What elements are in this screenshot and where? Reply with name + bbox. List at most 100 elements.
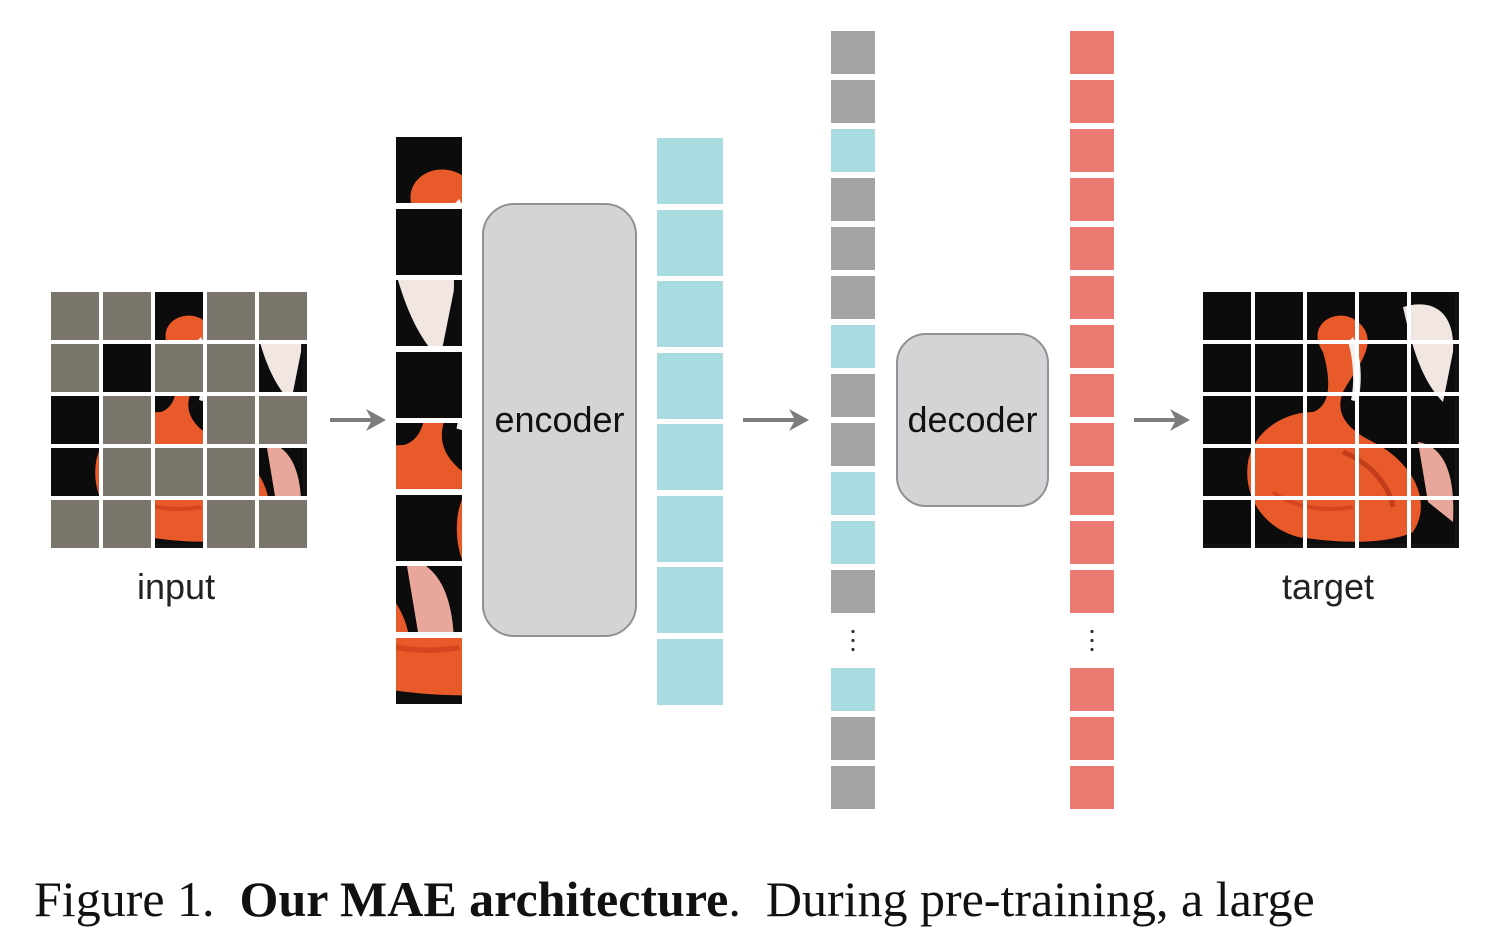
- token-gray: [831, 766, 875, 809]
- visible-patch: [396, 637, 462, 704]
- target-patch: [1411, 396, 1459, 444]
- target-patch: [1255, 344, 1303, 392]
- target-token-red: [1070, 325, 1114, 368]
- caption-title-period: .: [728, 871, 741, 927]
- target-patch: [1411, 448, 1459, 496]
- masked-patch: [51, 500, 99, 548]
- visible-patch: [259, 448, 307, 496]
- token-cyan: [831, 325, 875, 368]
- token-cyan: [831, 668, 875, 711]
- token-cyan: [831, 472, 875, 515]
- target-patch: [1411, 344, 1459, 392]
- target-token-red: [1070, 178, 1114, 221]
- figure-caption: Figure 1. Our MAE architecture. During p…: [34, 870, 1315, 928]
- target-patch: [1307, 500, 1355, 548]
- target-token-red: [1070, 717, 1114, 760]
- target-token-red: [1070, 521, 1114, 564]
- target-patch: [1203, 344, 1251, 392]
- masked-patch: [207, 448, 255, 496]
- token-gray: [831, 227, 875, 270]
- masked-patch: [259, 292, 307, 340]
- input-image-grid: [51, 292, 307, 548]
- encoded-token: [657, 138, 723, 204]
- masked-patch: [155, 344, 203, 392]
- masked-patch: [259, 500, 307, 548]
- encoded-token: [657, 281, 723, 347]
- encoded-token: [657, 352, 723, 419]
- encoder-block: encoder: [482, 203, 637, 637]
- masked-patch: [103, 292, 151, 340]
- input-label: input: [137, 566, 216, 607]
- arrow-right-icon: [743, 409, 809, 431]
- target-token-red: [1070, 374, 1114, 417]
- encoded-token: [657, 209, 723, 276]
- token-gray: [831, 276, 875, 319]
- visible-patch: [396, 494, 462, 561]
- caption-text: During pre-training, a large: [765, 871, 1315, 927]
- token-cyan: [831, 129, 875, 172]
- target-patch: [1359, 448, 1407, 496]
- token-gray: [831, 178, 875, 221]
- masked-patch: [103, 396, 151, 444]
- target-token-red: [1070, 570, 1114, 613]
- target-token-red: [1070, 227, 1114, 270]
- visible-patches-column: [396, 137, 462, 709]
- target-patch: [1255, 500, 1303, 548]
- target-token-red: [1070, 766, 1114, 809]
- visible-patch: [396, 280, 462, 346]
- visible-patch: [155, 292, 203, 340]
- token-cyan: [831, 521, 875, 564]
- token-gray: [831, 374, 875, 417]
- visible-patch: [396, 208, 462, 275]
- decoder-label: decoder: [907, 399, 1038, 440]
- target-token-red: [1070, 80, 1114, 123]
- target-token-red: [1070, 31, 1114, 74]
- target-patch: [1359, 396, 1407, 444]
- masked-patch: [51, 344, 99, 392]
- target-patch: [1255, 448, 1303, 496]
- masked-patch: [207, 396, 255, 444]
- arrow-right-icon: [1134, 409, 1190, 431]
- target-token-red: [1070, 668, 1114, 711]
- visible-patch: [396, 137, 462, 203]
- target-patch: [1359, 344, 1407, 392]
- caption-figure-number: Figure 1.: [34, 871, 215, 927]
- target-patch: [1255, 292, 1303, 340]
- target-token-red: [1070, 129, 1114, 172]
- target-patch: [1307, 344, 1355, 392]
- target-patch: [1203, 396, 1251, 444]
- token-gray: [831, 717, 875, 760]
- target-image-grid: [1203, 292, 1459, 548]
- target-patch: [1307, 396, 1355, 444]
- target-patch: [1203, 500, 1251, 548]
- masked-patch: [207, 292, 255, 340]
- visible-patch: [155, 500, 203, 548]
- masked-patch: [259, 396, 307, 444]
- decoder-input-tokens-column: [831, 31, 875, 815]
- visible-patch: [259, 344, 307, 392]
- target-token-red: [1070, 423, 1114, 466]
- decoder-block: decoder: [896, 333, 1049, 507]
- visible-patch: [396, 351, 462, 418]
- masked-patch: [207, 344, 255, 392]
- visible-patch: [103, 344, 151, 392]
- ellipsis-icon: [831, 619, 875, 662]
- masked-patch: [51, 292, 99, 340]
- masked-patch: [155, 448, 203, 496]
- visible-patch: [51, 396, 99, 444]
- encoded-tokens-column: [657, 138, 723, 710]
- target-patch: [1411, 292, 1459, 340]
- target-patch: [1203, 448, 1251, 496]
- visible-patch: [51, 448, 99, 496]
- target-label: target: [1282, 566, 1375, 607]
- token-gray: [831, 423, 875, 466]
- target-patch: [1255, 396, 1303, 444]
- target-token-red: [1070, 276, 1114, 319]
- masked-patch: [207, 500, 255, 548]
- masked-patch: [103, 500, 151, 548]
- reconstructed-tokens-column: [1070, 31, 1114, 815]
- ellipsis-icon: [1070, 619, 1114, 662]
- target-patch: [1307, 292, 1355, 340]
- encoded-token: [657, 567, 723, 633]
